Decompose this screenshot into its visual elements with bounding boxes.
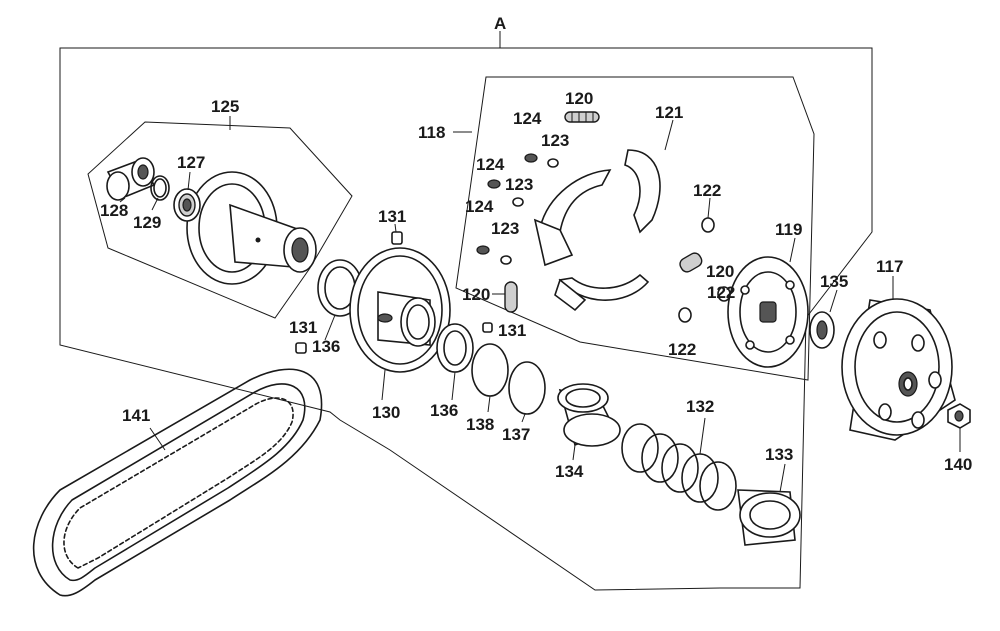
callout-130: 130 [372, 403, 400, 422]
callout-119: 119 [775, 220, 802, 239]
movable-driven-face-130 [349, 247, 451, 373]
callout-118: 118 [418, 123, 445, 142]
leader-lines [119, 116, 961, 493]
callout-117: 117 [876, 257, 903, 276]
clip-123-a [547, 158, 559, 168]
washer-124-b [487, 179, 501, 189]
callout-138: 138 [466, 415, 494, 434]
callout-131-mid: 131 [498, 321, 526, 340]
seal-collar-134 [557, 383, 621, 447]
spring-120-right [679, 252, 703, 273]
guide-pin-131-left [295, 342, 307, 354]
callout-136-middle: 136 [430, 401, 458, 420]
callout-124-a: 124 [513, 109, 542, 128]
snap-ring-129 [150, 175, 170, 201]
clutch-outer-117 [841, 298, 956, 441]
o-ring-138 [471, 343, 509, 397]
drive-belt-141 [32, 368, 323, 597]
callout-120-right: 120 [706, 262, 734, 281]
callout-123-c: 123 [491, 219, 519, 238]
needle-bearing-128 [106, 157, 156, 201]
guide-pin-131-mid [482, 322, 493, 333]
spring-120-top [564, 111, 600, 123]
callout-123-a: 123 [541, 131, 569, 150]
clutch-shoes-121 [533, 149, 661, 312]
callout-122-low: 122 [668, 340, 696, 359]
callout-labels: A 125 127 128 129 131 131 136 131 130 13… [100, 14, 972, 481]
washer-124-a [524, 153, 538, 163]
callout-132: 132 [686, 397, 714, 416]
callout-122-mid: 122 [707, 283, 735, 302]
callout-120-top: 120 [565, 89, 593, 108]
callout-124-b: 124 [476, 155, 505, 174]
callout-120-left: 120 [462, 285, 490, 304]
subassembly-125-outline [87, 121, 353, 319]
spring-seat-133 [737, 489, 801, 546]
nut-140 [947, 403, 971, 429]
guide-pin-131-top [391, 231, 403, 245]
callout-133: 133 [765, 445, 793, 464]
callout-128: 128 [100, 201, 128, 220]
callout-125: 125 [211, 97, 239, 116]
assembly-label-a: A [494, 14, 506, 33]
callout-135: 135 [820, 272, 848, 291]
ball-bearing-127 [173, 188, 201, 222]
fixed-face-pulley-125 [186, 171, 317, 285]
oil-seal-136-middle [436, 323, 474, 373]
callout-127: 127 [177, 153, 205, 172]
damper-122-low [678, 307, 692, 323]
callout-124-c: 124 [465, 197, 494, 216]
clip-123-b [512, 197, 524, 207]
callout-131-top: 131 [378, 207, 406, 226]
washer-135 [809, 311, 835, 349]
torque-spring-132 [621, 423, 737, 511]
o-ring-137 [508, 361, 546, 415]
spring-120-left [504, 281, 518, 313]
damper-122-top [701, 217, 715, 233]
clip-123-c [500, 255, 512, 265]
washer-124-c [476, 245, 490, 255]
callout-129: 129 [133, 213, 161, 232]
callout-121: 121 [655, 103, 683, 122]
callout-137: 137 [502, 425, 530, 444]
callout-136-left: 136 [312, 337, 340, 356]
callout-141: 141 [122, 406, 150, 425]
callout-123-b: 123 [505, 175, 533, 194]
callout-131-left: 131 [289, 318, 317, 337]
callout-140: 140 [944, 455, 972, 474]
callout-134: 134 [555, 462, 584, 481]
subassembly-118-outline [455, 76, 815, 381]
assembly-a-outline [59, 31, 873, 591]
callout-122-top: 122 [693, 181, 721, 200]
clutch-carrier-plate-119 [727, 256, 809, 368]
